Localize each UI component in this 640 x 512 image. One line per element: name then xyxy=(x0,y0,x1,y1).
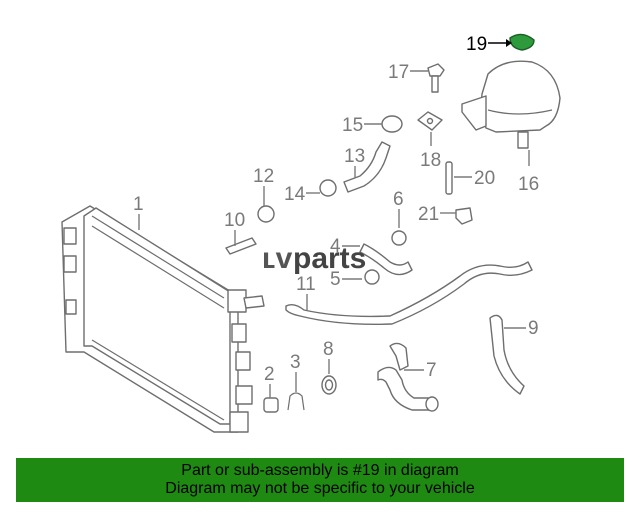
watermark: ʟv parts xyxy=(262,242,366,275)
callout-14[interactable]: 14 xyxy=(284,184,320,205)
svg-text:2: 2 xyxy=(264,364,275,385)
svg-text:7: 7 xyxy=(426,360,437,381)
radiator[interactable] xyxy=(61,205,265,433)
callout-11[interactable]: 11 xyxy=(296,274,316,310)
callout-1[interactable]: 1 xyxy=(133,194,144,230)
callout-7[interactable]: 7 xyxy=(404,360,437,381)
part-6-clamp[interactable] xyxy=(391,230,407,246)
part-4-hose[interactable] xyxy=(359,243,413,276)
banner-line-2: Diagram may not be specific to your vehi… xyxy=(165,480,475,497)
callout-20[interactable]: 20 xyxy=(454,168,495,189)
svg-text:10: 10 xyxy=(224,210,245,231)
part-14-clamp[interactable] xyxy=(319,179,337,197)
part-18-nut[interactable] xyxy=(417,111,443,131)
svg-text:18: 18 xyxy=(420,150,441,171)
part-5-clamp[interactable] xyxy=(364,269,380,285)
part-20-sensor[interactable] xyxy=(445,161,453,195)
callout-16[interactable]: 16 xyxy=(518,150,539,195)
svg-text:4: 4 xyxy=(330,236,341,257)
callout-13[interactable]: 13 xyxy=(344,146,365,178)
svg-text:12: 12 xyxy=(253,166,274,187)
callout-4[interactable]: 4 xyxy=(330,236,360,257)
parts-diagram: ʟv parts 1 2 3 4 5 6 7 8 9 10 11 xyxy=(61,33,561,433)
part-9-hose[interactable] xyxy=(489,314,525,395)
watermark-prefix: ʟv xyxy=(262,242,293,275)
callout-8[interactable]: 8 xyxy=(323,339,334,374)
part-12-clamp[interactable] xyxy=(257,205,275,223)
svg-text:9: 9 xyxy=(528,318,539,339)
svg-text:3: 3 xyxy=(290,352,301,373)
svg-text:21: 21 xyxy=(418,204,439,225)
svg-text:19: 19 xyxy=(466,34,487,55)
svg-text:6: 6 xyxy=(393,189,404,210)
callout-18[interactable]: 18 xyxy=(420,132,441,171)
svg-text:14: 14 xyxy=(284,184,306,205)
callout-12[interactable]: 12 xyxy=(253,166,274,206)
part-3-clip[interactable] xyxy=(287,392,305,411)
callout-17[interactable]: 17 xyxy=(388,62,428,83)
callout-6[interactable]: 6 xyxy=(393,189,404,228)
part-17-bolt[interactable] xyxy=(427,63,445,93)
part-19-cap-highlighted[interactable] xyxy=(509,33,535,51)
svg-text:17: 17 xyxy=(388,62,409,83)
svg-text:15: 15 xyxy=(342,115,363,136)
callout-9[interactable]: 9 xyxy=(504,318,539,339)
part-10-hose[interactable] xyxy=(225,237,257,255)
part-21-sensor[interactable] xyxy=(455,207,473,225)
callout-21[interactable]: 21 xyxy=(418,204,456,225)
svg-text:11: 11 xyxy=(296,274,316,295)
part-11-pipe[interactable] xyxy=(285,261,533,326)
svg-text:8: 8 xyxy=(323,339,334,360)
callout-19[interactable]: 19 xyxy=(466,34,512,55)
part-16-reservoir[interactable] xyxy=(461,60,561,149)
callout-2[interactable]: 2 xyxy=(264,364,275,398)
part-7-hose[interactable] xyxy=(377,342,439,412)
part-15-cap[interactable] xyxy=(381,115,403,133)
svg-text:5: 5 xyxy=(330,269,341,290)
callout-15[interactable]: 15 xyxy=(342,115,382,136)
svg-text:1: 1 xyxy=(133,194,144,215)
part-8-o-ring[interactable] xyxy=(321,375,337,395)
part-2-fitting[interactable] xyxy=(263,397,279,413)
info-banner: Part or sub-assembly is #19 in diagram D… xyxy=(16,458,624,502)
svg-text:20: 20 xyxy=(474,168,495,189)
watermark-suffix: parts xyxy=(293,242,366,275)
callout-5[interactable]: 5 xyxy=(330,269,362,290)
svg-text:16: 16 xyxy=(518,174,539,195)
part-13-hose[interactable] xyxy=(343,141,391,193)
callout-3[interactable]: 3 xyxy=(290,352,301,392)
banner-line-1: Part or sub-assembly is #19 in diagram xyxy=(181,462,459,479)
svg-text:13: 13 xyxy=(344,146,365,167)
callout-10[interactable]: 10 xyxy=(224,210,245,246)
